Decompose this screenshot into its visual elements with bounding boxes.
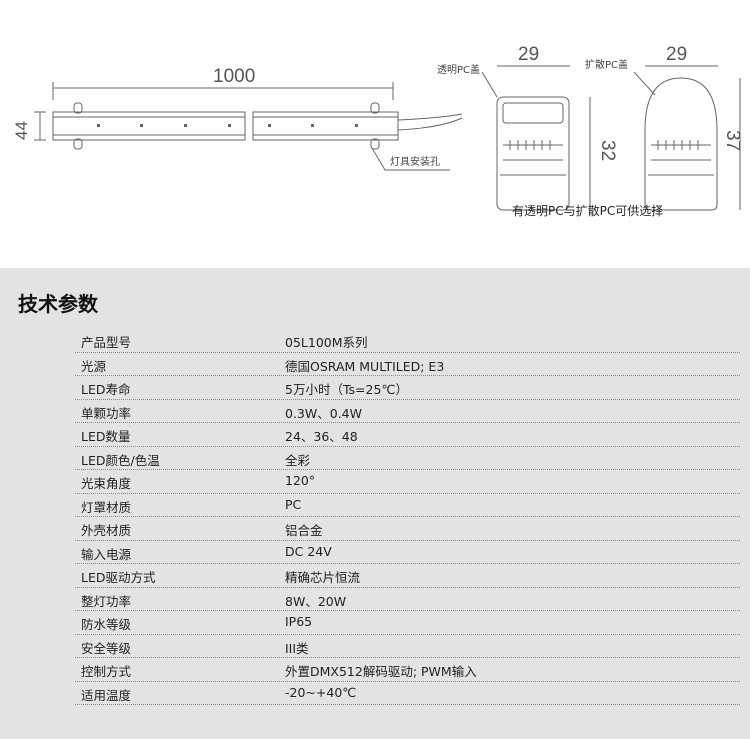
height-dimension: 44 bbox=[12, 121, 31, 140]
spec-row: 灯罩材质 PC bbox=[75, 494, 740, 517]
spec-row: LED数量 24、36、48 bbox=[75, 423, 740, 447]
spec-key: 产品型号 bbox=[81, 335, 132, 350]
pc-option-caption: 有透明PC与扩散PC可供选择 bbox=[512, 204, 664, 218]
spec-value: 全彩 bbox=[285, 452, 311, 468]
clear-pc-cover-label: 透明PC盖 bbox=[437, 63, 480, 76]
spec-value: 外置DMX512解码驱动; PWM输入 bbox=[285, 664, 477, 679]
spec-key: 光束角度 bbox=[81, 476, 132, 491]
spec-row: 光源 德国OSRAM MULTILED; E3 bbox=[75, 353, 740, 376]
spec-row: 防水等级 IP65 bbox=[75, 611, 740, 635]
spec-value: 05L100M系列 bbox=[285, 335, 368, 350]
length-dimension: 1000 bbox=[213, 66, 255, 87]
spec-row: 光束角度 120° bbox=[75, 470, 740, 494]
spec-key: 控制方式 bbox=[81, 664, 132, 679]
spec-key: 适用温度 bbox=[81, 687, 132, 703]
spec-value: 8W、20W bbox=[285, 593, 347, 609]
spec-key: 防水等级 bbox=[81, 617, 132, 632]
spec-key: 外壳材质 bbox=[81, 523, 132, 538]
spec-value: DC 24V bbox=[285, 543, 332, 559]
diffuse-width-dimension: 29 bbox=[666, 44, 687, 65]
spec-section: 技术参数 产品型号 05L100M系列光源 德国OSRAM MULTILED; E3… bbox=[0, 268, 750, 739]
product-dimension-drawing: 1000 44 灯具安装孔 29 透明PC盖 32 29 扩散PC盖 37 bbox=[12, 44, 743, 211]
clear-width-dimension: 29 bbox=[518, 44, 539, 65]
spec-row: 产品型号 05L100M系列 bbox=[75, 329, 740, 353]
spec-key: LED数量 bbox=[81, 429, 131, 444]
spec-key: 光源 bbox=[81, 358, 107, 374]
spec-value: III类 bbox=[285, 640, 309, 656]
spec-title: 技术参数 bbox=[18, 292, 98, 316]
spec-key: LED驱动方式 bbox=[81, 570, 156, 585]
spec-row: LED颜色/色温 全彩 bbox=[75, 447, 740, 470]
spec-row: 外壳材质 铝合金 bbox=[75, 517, 740, 541]
spec-row: 整灯功率 8W、20W bbox=[75, 588, 740, 611]
clear-height-dimension: 32 bbox=[597, 140, 618, 161]
spec-key: 整灯功率 bbox=[81, 593, 132, 609]
spec-value: 0.3W、0.4W bbox=[285, 405, 362, 421]
spec-key: 输入电源 bbox=[81, 546, 132, 562]
spec-value: 德国OSRAM MULTILED; E3 bbox=[285, 358, 445, 374]
spec-value: PC bbox=[285, 496, 302, 512]
spec-value: -20~+40℃ bbox=[285, 684, 357, 700]
spec-value: 5万小时（Ts=25℃） bbox=[285, 382, 408, 397]
spec-value: IP65 bbox=[285, 614, 313, 629]
spec-row: 控制方式 外置DMX512解码驱动; PWM输入 bbox=[75, 658, 740, 682]
spec-row: 安全等级 III类 bbox=[75, 635, 740, 658]
diffuse-height-dimension: 37 bbox=[722, 130, 743, 151]
diffuse-pc-cover-label: 扩散PC盖 bbox=[585, 58, 628, 71]
spec-value: 铝合金 bbox=[285, 523, 323, 538]
spec-key: LED寿命 bbox=[81, 382, 131, 397]
spec-row: 适用温度 -20~+40℃ bbox=[75, 682, 740, 705]
spec-value: 24、36、48 bbox=[285, 429, 358, 444]
spec-key: LED颜色/色温 bbox=[81, 452, 160, 468]
spec-key: 单颗功率 bbox=[81, 405, 132, 421]
spec-value: 120° bbox=[285, 473, 316, 488]
spec-row: LED寿命 5万小时（Ts=25℃） bbox=[75, 376, 740, 400]
mount-hole-label: 灯具安装孔 bbox=[390, 155, 440, 168]
spec-row: LED驱动方式 精确芯片恒流 bbox=[75, 564, 740, 588]
spec-row: 单颗功率 0.3W、0.4W bbox=[75, 400, 740, 423]
spec-value: 精确芯片恒流 bbox=[285, 570, 361, 585]
spec-key: 安全等级 bbox=[81, 640, 132, 656]
spec-row: 输入电源 DC 24V bbox=[75, 541, 740, 564]
spec-key: 灯罩材质 bbox=[81, 499, 132, 515]
